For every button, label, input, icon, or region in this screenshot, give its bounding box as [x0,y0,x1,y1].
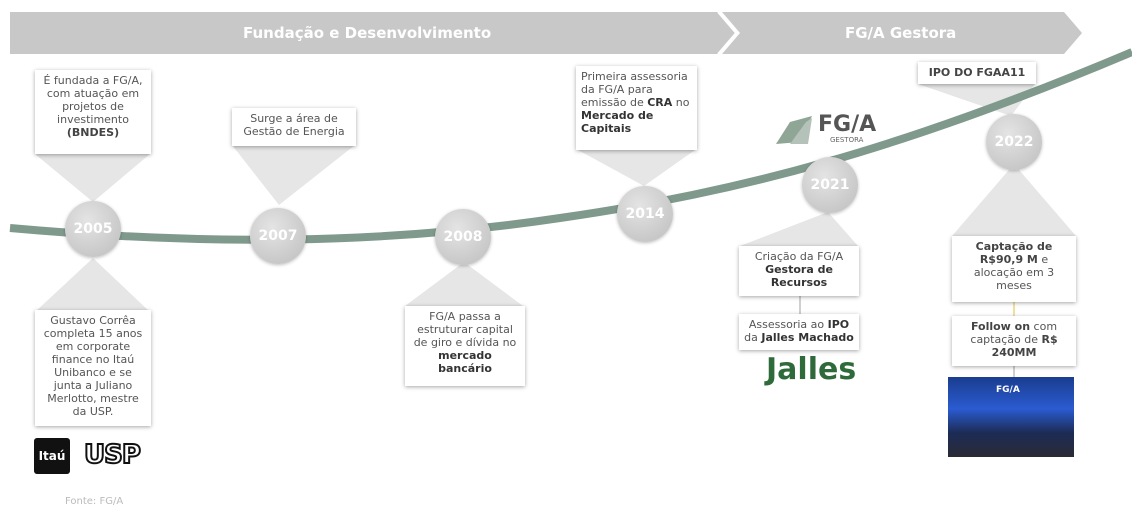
photo-caption: FG/A [996,385,1020,395]
year-2008: 2008 [435,209,491,265]
event-2021-gestora: Criação da FG/A Gestora de Recursos [739,246,859,296]
timeline-curve [9,48,1132,244]
year-2021: 2021 [802,157,858,213]
fga-logo: FG/A [818,112,877,137]
event-2022-ipo: IPO DO FGAA11 [918,62,1036,84]
funnel-2008 [405,262,523,306]
banner-left-title: Fundação e Desenvolvimento [243,24,492,42]
itau-logo: Itaú [34,438,70,474]
fga-logo-subtitle: GESTORA [830,136,864,144]
year-2007: 2007 [250,208,306,264]
event-2005-top: É fundada a FG/A, com atuação em projeto… [35,70,151,154]
event-2021-jalles: Assessoria ao IPO da Jalles Machado [739,314,859,350]
funnel-2005-top [35,154,150,202]
event-2014: Primeira assessoria da FG/A para emissão… [576,66,697,150]
fga-leaf-icon [776,116,812,144]
year-2005: 2005 [65,201,121,257]
year-2014: 2014 [617,186,673,242]
funnel-2007 [232,145,355,205]
funnel-2022-top [918,84,1035,116]
year-2022: 2022 [986,114,1042,170]
funnel-2022-bottom [952,164,1076,236]
banner-right [722,12,1082,54]
source-note: Fonte: FG/A [65,496,124,507]
funnel-2005-bottom [35,258,150,312]
banner-left [10,12,736,54]
event-2005-bottom: Gustavo Corrêa completa 15 anos em corpo… [35,310,151,426]
funnel-2021 [740,212,858,246]
event-2022-follow-on: Follow on com captação de R$ 240MM [952,316,1076,366]
event-2008: FG/A passa a estruturar capital de giro … [405,306,525,386]
funnel-2014 [578,150,695,186]
event-2007: Surge a área de Gestão de Energia [232,108,356,146]
ipo-event-photo: FG/A [948,377,1074,457]
event-2022-captacao: Captação de R$90,9 M e alocação em 3 mes… [952,236,1076,302]
banner-shapes [10,11,1082,55]
usp-logo: USP [83,439,142,471]
banner-right-title: FG/A Gestora [845,24,957,42]
jalles-logo: Jalles [766,352,857,387]
